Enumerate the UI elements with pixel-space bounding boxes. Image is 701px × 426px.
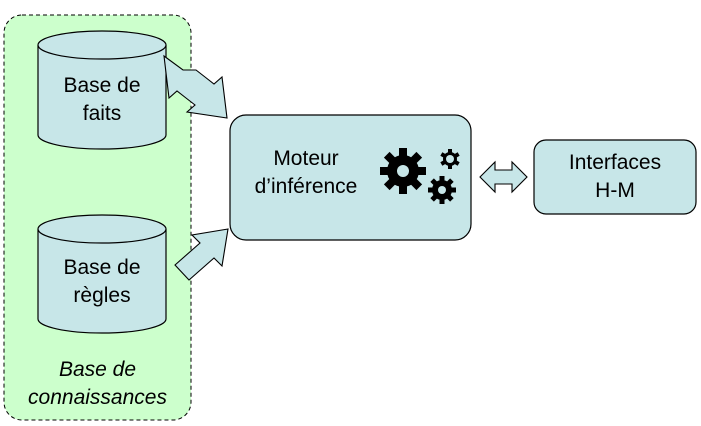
facts-base-label: Base de faits bbox=[38, 72, 166, 129]
facts-base-cylinder bbox=[37, 30, 167, 150]
gears-icon bbox=[380, 148, 460, 204]
inference-engine-box bbox=[229, 114, 472, 241]
rules-base-label: Base de règles bbox=[38, 254, 166, 311]
interfaces-label: Interfaces H-M bbox=[534, 149, 696, 206]
facts-engine-double-arrow bbox=[163, 54, 228, 119]
knowledge-base-label: Base de connaissances bbox=[4, 356, 191, 413]
inference-engine-line2: d’inférence bbox=[254, 175, 358, 199]
knowledge-base-line1: Base de bbox=[58, 358, 137, 381]
interfaces-box bbox=[533, 139, 697, 215]
engine-interfaces-double-arrow bbox=[479, 160, 528, 194]
rules-base-line1: Base de bbox=[63, 256, 141, 279]
inference-engine-label: Moteur d’inférence bbox=[236, 145, 376, 202]
inference-engine-line1: Moteur bbox=[273, 147, 339, 170]
knowledge-base-line2: connaissances bbox=[28, 386, 167, 410]
interfaces-line2: H-M bbox=[595, 179, 635, 203]
facts-base-line1: Base de bbox=[63, 74, 141, 97]
rules-engine-arrow bbox=[174, 228, 229, 281]
rules-base-line2: règles bbox=[73, 284, 131, 308]
facts-base-line2: faits bbox=[82, 102, 122, 126]
interfaces-line1: Interfaces bbox=[568, 151, 662, 174]
rules-base-cylinder bbox=[37, 214, 167, 334]
